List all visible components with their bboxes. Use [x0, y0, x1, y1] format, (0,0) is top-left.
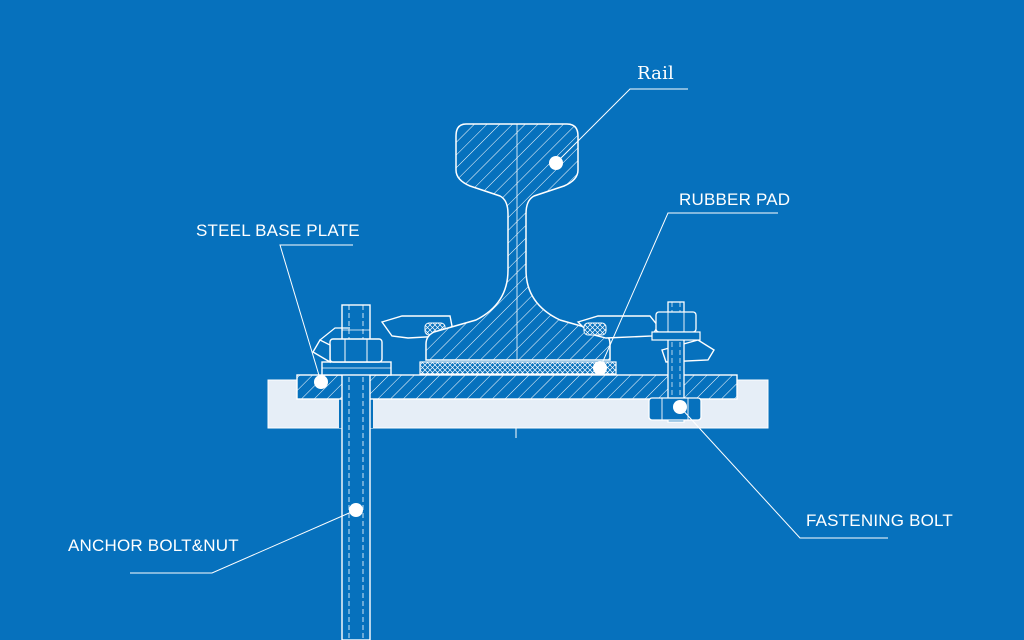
dot-steel-base-plate	[314, 375, 328, 389]
rail	[425, 123, 611, 361]
leader-fastening-bolt	[679, 406, 888, 539]
leader-anchor-bolt	[130, 509, 357, 574]
leader-steel-base-plate	[279, 244, 353, 383]
anchor-nut	[321, 338, 392, 376]
dot-fastening-bolt	[673, 400, 687, 414]
leader-rubber-pad	[599, 212, 778, 369]
rubber-pad	[419, 361, 617, 375]
label-anchor-bolt-nut: ANCHOR BOLT&NUT	[68, 536, 239, 555]
leader-dots	[314, 156, 687, 517]
fastening-bolt	[648, 301, 702, 423]
dot-rubber-pad	[593, 361, 607, 375]
label-rail: Rail	[637, 63, 675, 84]
leader-lines	[130, 88, 888, 574]
dot-rail	[549, 156, 563, 170]
label-steel-base-plate: STEEL BASE PLATE	[196, 221, 360, 240]
leader-rail	[555, 88, 688, 164]
label-fastening-bolt: FASTENING BOLT	[806, 511, 954, 530]
label-rubber-pad: RUBBER PAD	[679, 190, 791, 209]
dot-anchor-bolt	[349, 503, 363, 517]
